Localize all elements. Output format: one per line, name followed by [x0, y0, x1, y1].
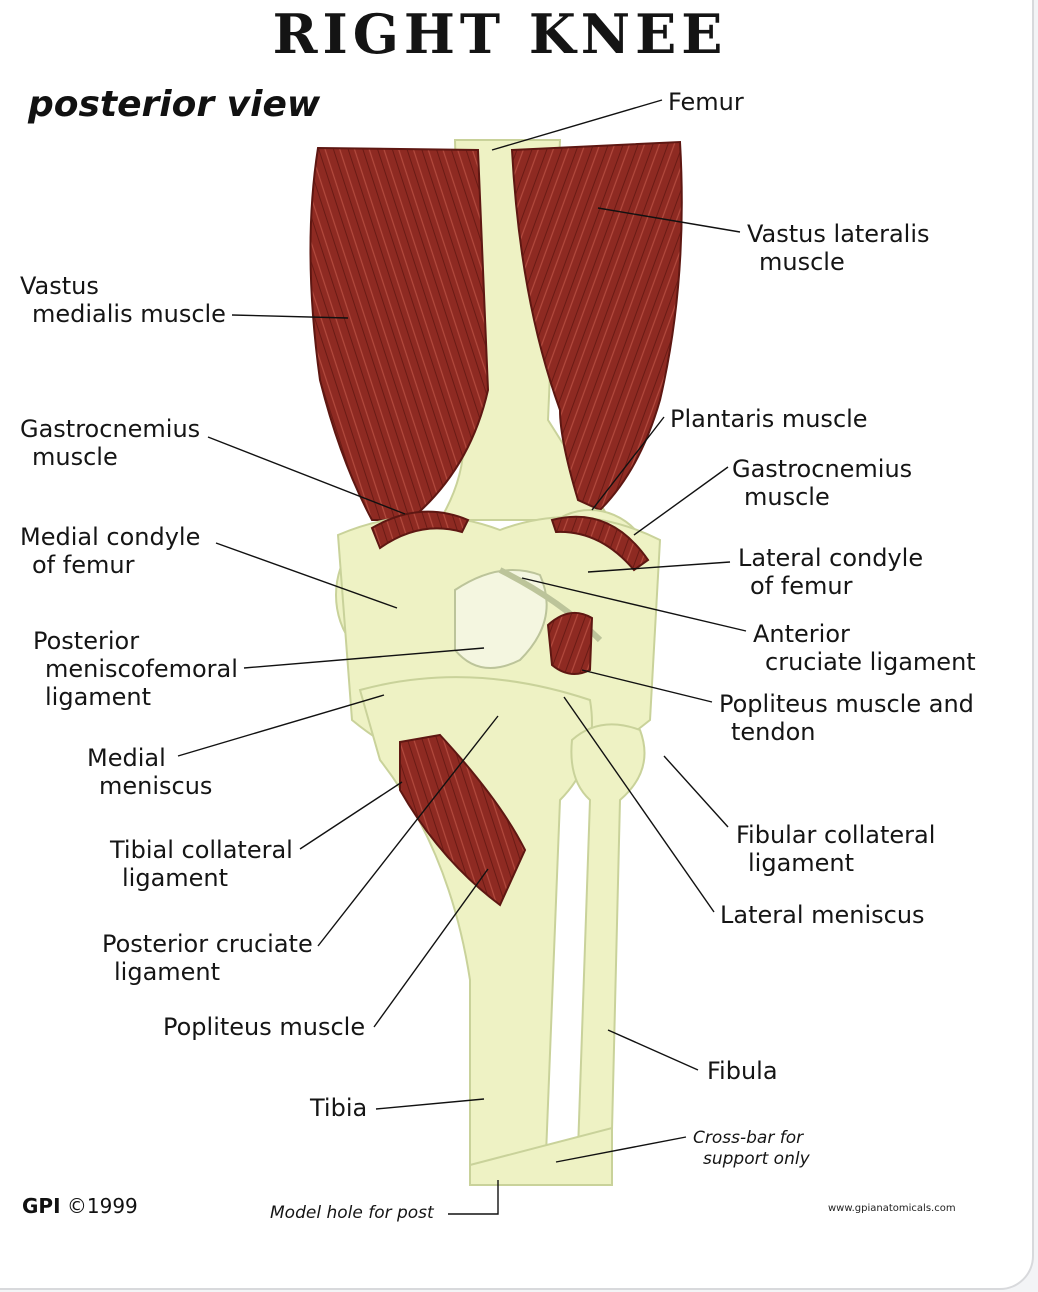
label-posterior-cruciate: Posterior cruciate ligament — [102, 930, 313, 986]
label-plantaris: Plantaris muscle — [670, 405, 868, 433]
fibula-bone — [570, 723, 646, 1152]
label-fibular-collateral: Fibular collateral ligament — [736, 821, 936, 877]
brand-name: GPI — [22, 1194, 61, 1218]
label-lateral-meniscus: Lateral meniscus — [720, 901, 925, 929]
label-femur: Femur — [668, 88, 744, 116]
label-popliteus-muscle: Popliteus muscle — [163, 1013, 366, 1041]
label-posterior-meniscofemoral: Posterior meniscofemoral ligament — [33, 627, 238, 711]
gastrocnemius-lateral-shape — [550, 515, 650, 572]
gastrocnemius-medial-shape — [370, 510, 470, 550]
page-title: RIGHT KNEE — [272, 2, 728, 66]
label-gastrocnemius-lateral: Gastrocnemius muscle — [732, 455, 913, 511]
label-anterior-cruciate: Anterior cruciate ligament — [753, 620, 976, 676]
popliteus-muscle-shape — [399, 733, 527, 907]
label-medial-meniscus: Medial meniscus — [87, 744, 213, 800]
popliteus-tendon-shape — [546, 611, 594, 675]
label-lateral-condyle: Lateral condyle of femur — [738, 544, 924, 600]
copyright-year: ©1999 — [66, 1194, 138, 1218]
ligament-shape — [454, 569, 548, 669]
label-vastus-medialis: Vastus medialis muscle — [20, 272, 226, 328]
tibia-bone — [358, 676, 593, 1181]
label-gastrocnemius-medial: Gastrocnemius muscle — [20, 415, 201, 471]
label-medial-condyle: Medial condyle of femur — [20, 523, 201, 579]
label-tibial-collateral: Tibial collateral ligament — [110, 836, 293, 892]
footer-url: www.gpianatomicals.com — [828, 1203, 956, 1214]
label-fibula: Fibula — [707, 1057, 778, 1085]
label-crossbar: Cross-bar for support only — [693, 1128, 810, 1169]
vastus-medialis-shape — [309, 146, 490, 521]
page-subtitle: posterior view — [28, 84, 321, 125]
label-tibia: Tibia — [310, 1094, 368, 1122]
label-vastus-lateralis: Vastus lateralis muscle — [747, 220, 930, 276]
leader-lines — [177, 99, 747, 1215]
footer-copyright: GPI ©1999 — [22, 1194, 138, 1218]
crossbar-shape — [469, 1126, 613, 1186]
label-model-hole: Model hole for post — [270, 1203, 434, 1223]
label-popliteus-tendon: Popliteus muscle and tendon — [719, 690, 974, 746]
